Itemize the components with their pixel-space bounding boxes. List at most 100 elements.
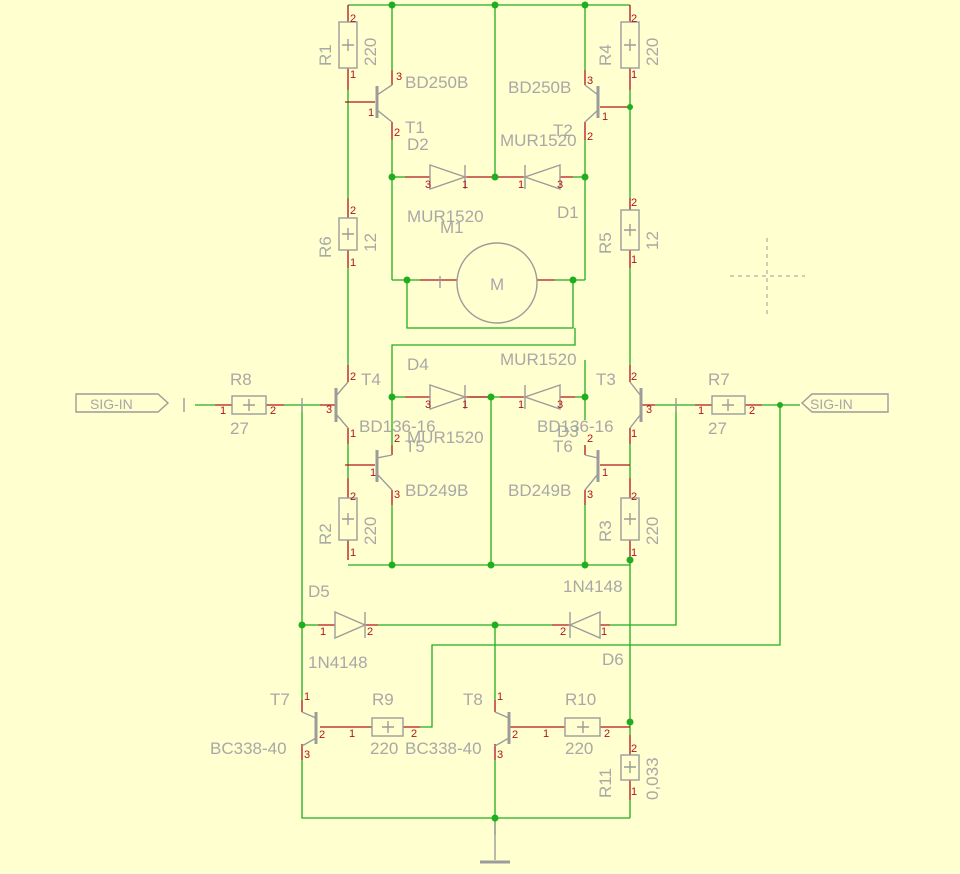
- diode-name-d4: D4: [407, 355, 429, 374]
- diode-d1: [522, 164, 561, 190]
- junction-dot: [626, 556, 634, 564]
- transistor-type-t7: BC338-40: [210, 739, 287, 758]
- diode-type-d3: MUR1520: [500, 350, 577, 369]
- pin-number: 2: [631, 743, 637, 755]
- pin-number: 1: [698, 405, 704, 417]
- transistor-type-t1: BD250B: [405, 73, 468, 92]
- transistor-symbols: [301, 84, 643, 747]
- junction-dot: [403, 276, 411, 284]
- junction-dot: [581, 561, 589, 569]
- transistor-type-t2: BD250B: [508, 78, 571, 97]
- port-sig-in-left: [75, 393, 170, 413]
- pin-number: 1: [518, 399, 524, 411]
- transistor-t6-leads: [584, 454, 599, 491]
- junction-dot: [581, 393, 589, 401]
- pin-number: 1: [304, 691, 310, 703]
- pin-number: 2: [350, 371, 356, 383]
- diode-type-d2: MUR1520: [407, 207, 484, 226]
- transistor-name-t5: T5: [405, 437, 425, 456]
- pin-number: 1: [518, 179, 524, 191]
- pin-number: 1: [631, 69, 637, 81]
- pin-number: 1: [462, 399, 468, 411]
- pin-number: 2: [394, 433, 400, 445]
- diode-type-d6: 1N4148: [563, 577, 623, 596]
- resistor-name-r2: R2: [316, 523, 335, 545]
- pin-number: 3: [497, 749, 503, 761]
- resistor-value-r7: 27: [708, 419, 727, 438]
- resistor-value-r11: 0,033: [643, 757, 662, 800]
- diode-d2: [429, 164, 468, 190]
- diode-name-d2: D2: [407, 135, 429, 154]
- component-labels: R1 220 R4 220 R6 12 R5 12 R8 27 R7 27 R2…: [90, 38, 853, 800]
- pin-number: 1: [497, 691, 503, 703]
- transistor-name-t6: T6: [553, 437, 573, 456]
- pin-number: 3: [425, 399, 431, 411]
- transistor-name-t3: T3: [596, 370, 616, 389]
- transistor-type-t8: BC338-40: [405, 739, 482, 758]
- junction-dot: [569, 276, 577, 284]
- port-label-right: SIG-IN: [810, 396, 853, 412]
- resistor-symbols: [231, 21, 746, 781]
- pin-number: 2: [604, 728, 610, 740]
- resistor-name-r8: R8: [230, 370, 252, 389]
- pin-number: 3: [646, 404, 652, 416]
- transistor-t4-leads: [335, 381, 349, 429]
- pin-number: 1: [370, 467, 376, 479]
- resistor-name-r7: R7: [708, 370, 730, 389]
- cursor-crosshair: [730, 238, 805, 318]
- diode-name-d6: D6: [602, 650, 624, 669]
- ports: [75, 393, 889, 413]
- pin-number: 2: [319, 729, 325, 741]
- pin-number: 3: [326, 404, 332, 416]
- junction-dot: [581, 1, 589, 9]
- resistor-name-r5: R5: [596, 232, 615, 254]
- pin-number: 1: [220, 405, 226, 417]
- wire: [420, 405, 781, 728]
- junction-dot: [487, 393, 495, 401]
- pin-number: 2: [350, 205, 356, 217]
- junctions: [298, 1, 783, 822]
- wire: [301, 760, 630, 819]
- pin-number: 3: [557, 399, 563, 411]
- pin-stub: [391, 70, 586, 140]
- pin-number: 2: [631, 13, 637, 25]
- transistor-type-t5: BD249B: [405, 481, 468, 500]
- diode-d6: [568, 610, 601, 640]
- pin-number: 1: [350, 257, 356, 269]
- diode-type-d1: MUR1520: [500, 131, 577, 150]
- port-sig-in-right: [800, 393, 889, 413]
- resistor-name-r4: R4: [596, 44, 615, 66]
- pin-number: 2: [749, 405, 755, 417]
- transistor-type-t4: BD136-16: [359, 417, 436, 436]
- resistor-value-r6: 12: [361, 233, 380, 252]
- pin-numbers: 2 1 2 1 3 1 2 3 1 2 3 1 1 3 2 1 2 1 2 3 …: [220, 13, 755, 798]
- pin-number: 1: [349, 728, 355, 740]
- pin-number: 2: [631, 491, 637, 503]
- wire: [406, 280, 574, 329]
- pin-number: 1: [631, 428, 637, 440]
- pin-number: 1: [368, 107, 374, 119]
- diode-type-d4: MUR1520: [407, 428, 484, 447]
- pin-number: 3: [557, 179, 563, 191]
- transistor-name-t4: T4: [361, 370, 381, 389]
- junction-dot: [388, 1, 396, 9]
- resistor-value-r9: 220: [370, 739, 398, 758]
- junction-dot: [388, 393, 396, 401]
- pin-number: 1: [350, 69, 356, 81]
- pin-number: 2: [411, 728, 417, 740]
- pin-number: 1: [602, 467, 608, 479]
- resistor-value-r1: 220: [361, 38, 380, 66]
- pin-number: 2: [587, 131, 593, 143]
- pin-stub: [347, 365, 631, 444]
- pin-number: 2: [350, 491, 356, 503]
- wire: [391, 328, 576, 397]
- diode-symbols: [334, 164, 601, 640]
- resistor-value-r4: 220: [643, 38, 662, 66]
- motor-name: M1: [440, 218, 464, 237]
- junction-dot: [388, 561, 396, 569]
- junction-dot: [627, 104, 633, 110]
- pin-number: 2: [560, 626, 566, 638]
- resistor-value-r10: 220: [565, 739, 593, 758]
- pin-number: 2: [512, 729, 518, 741]
